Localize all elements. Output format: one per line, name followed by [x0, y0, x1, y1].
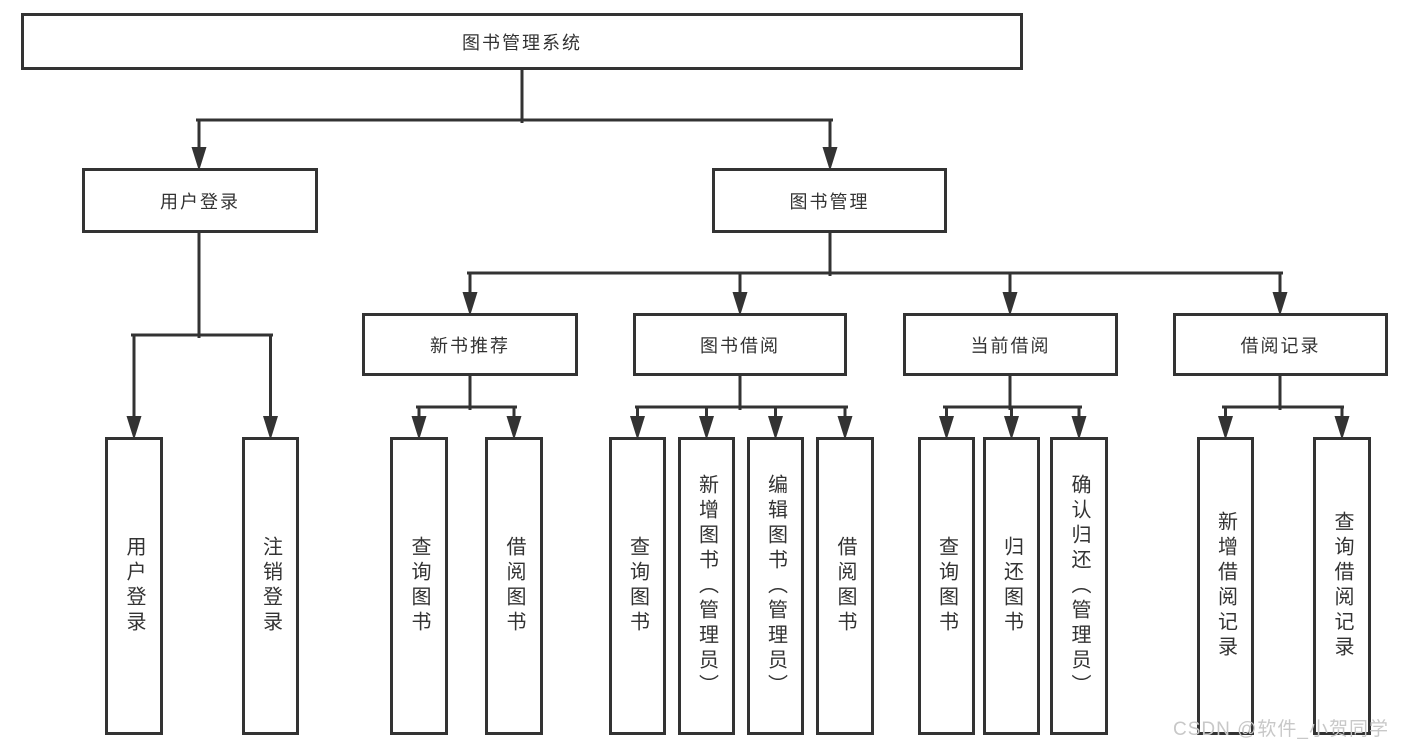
- node-library-management-system: 图书管理系统: [21, 13, 1023, 70]
- leaf-edit-books-admin: 编辑图书（管理员）: [747, 437, 804, 735]
- leaf-query-books-current: 查询图书: [918, 437, 975, 735]
- leaf-return-books: 归还图书: [983, 437, 1040, 735]
- node-user-login: 用户登录: [82, 168, 318, 233]
- leaf-logout: 注销登录: [242, 437, 299, 735]
- leaf-borrow-books-borrowing: 借阅图书: [816, 437, 874, 735]
- leaf-query-borrow-record: 查询借阅记录: [1313, 437, 1371, 735]
- leaf-user-login: 用户登录: [105, 437, 163, 735]
- node-current-borrowing: 当前借阅: [903, 313, 1118, 376]
- leaf-add-borrow-record: 新增借阅记录: [1197, 437, 1254, 735]
- leaf-confirm-return-admin: 确认归还（管理员）: [1050, 437, 1108, 735]
- node-new-book-recommend: 新书推荐: [362, 313, 578, 376]
- leaf-query-books-borrowing: 查询图书: [609, 437, 666, 735]
- leaf-add-books-admin: 新增图书（管理员）: [678, 437, 735, 735]
- watermark-text: CSDN @软件_小贺同学: [1173, 719, 1389, 740]
- node-borrowing-records: 借阅记录: [1173, 313, 1388, 376]
- leaf-query-books-recommend: 查询图书: [390, 437, 448, 735]
- leaf-borrow-books-recommend: 借阅图书: [485, 437, 543, 735]
- node-book-management: 图书管理: [712, 168, 947, 233]
- node-book-borrowing: 图书借阅: [633, 313, 847, 376]
